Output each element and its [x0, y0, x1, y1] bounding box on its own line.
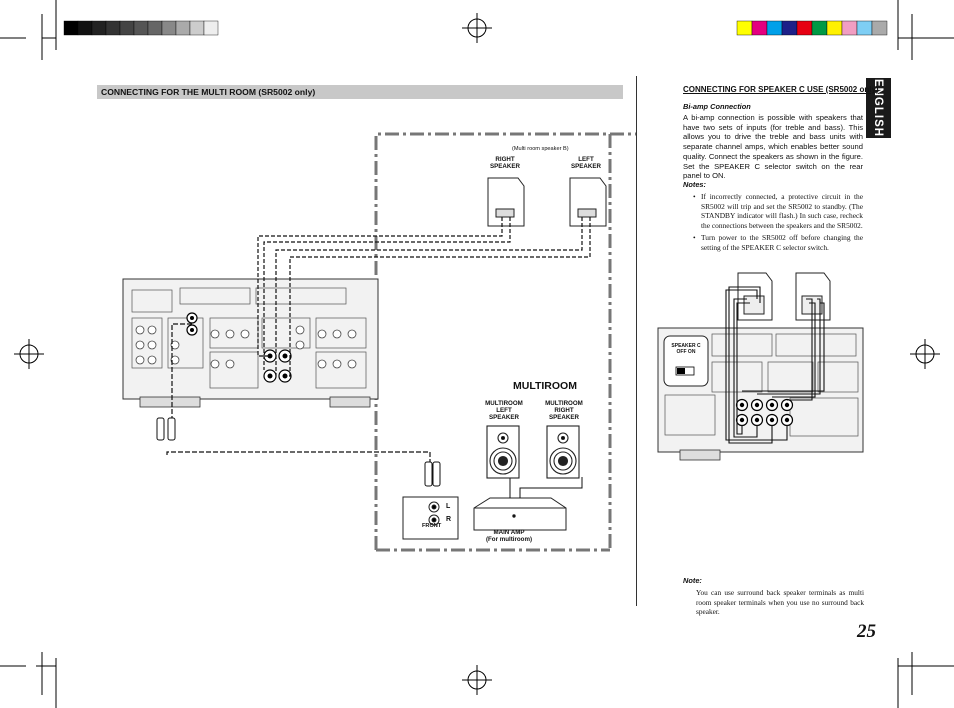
main-amp-label: MAIN AMP (For multiroom) [485, 529, 533, 543]
speaker-c-switch-callout [663, 335, 709, 387]
panel-jack [147, 355, 157, 365]
note-item: If incorrectly connected, a protective c… [693, 192, 863, 230]
receiver-rear-panel-right [657, 327, 864, 461]
bi-amp-subheading: Bi-amp Connection [683, 102, 751, 111]
panel-jack [135, 340, 145, 350]
l-channel-label: L [446, 503, 451, 510]
multiroom-left-speaker-label: MULTIROOM LEFT SPEAKER [485, 400, 523, 421]
bi-amp-paragraph: A bi-amp connection is possible with spe… [683, 113, 863, 181]
panel-jack [317, 359, 327, 369]
registration-mark-top [462, 13, 492, 43]
multiroom-boundary-top-left [374, 132, 636, 550]
registration-mark-left [14, 339, 44, 369]
speaker-b-wires [257, 217, 591, 377]
panel-jack [240, 329, 250, 339]
section-heading-speaker-c: CONNECTING FOR SPEAKER C USE (SR5002 onl… [683, 85, 879, 94]
left-speaker-label: LEFT SPEAKER [571, 156, 601, 170]
page-number: 25 [857, 621, 876, 642]
language-tab: ENGLISH [866, 78, 891, 138]
front-label: FRONT [422, 523, 442, 529]
multiroom-right-speaker [546, 425, 580, 479]
multiroom-title: MULTIROOM [513, 380, 577, 392]
main-amp-input-panel [402, 496, 459, 540]
main-amp [473, 497, 567, 531]
gray-scale-bar [63, 20, 219, 36]
multiroom-right-speaker-label: MULTIROOM RIGHT SPEAKER [545, 400, 583, 421]
gray-swatch [203, 20, 219, 36]
note-item: Turn power to the SR5002 off before chan… [693, 233, 863, 252]
registration-mark-right [910, 339, 940, 369]
panel-jack [170, 340, 180, 350]
notes-list: If incorrectly connected, a protective c… [693, 192, 863, 255]
panel-jack [170, 355, 180, 365]
panel-jack [295, 340, 305, 350]
registration-mark-bottom [462, 665, 492, 695]
panel-jack [147, 340, 157, 350]
section-heading-multi-room: CONNECTING FOR THE MULTI ROOM (SR5002 on… [97, 85, 623, 99]
panel-jack [225, 359, 235, 369]
bi-amp-speaker-right [795, 272, 831, 321]
bi-amp-speaker-left [737, 272, 773, 321]
panel-jack [210, 359, 220, 369]
speaker-b-right [487, 177, 525, 227]
panel-jack [347, 359, 357, 369]
panel-jack [147, 325, 157, 335]
bottom-note-text: You can use surround back speaker termin… [696, 588, 864, 617]
panel-jack [332, 359, 342, 369]
speaker-b-caption: (Multi room speaker B) [512, 146, 569, 152]
bottom-note-heading: Note: [683, 576, 702, 585]
panel-jack [210, 329, 220, 339]
panel-jack [225, 329, 235, 339]
color-swatch [871, 20, 888, 36]
panel-jack [295, 325, 305, 335]
speaker-c-switch-label: SPEAKER C OFF ON [671, 343, 701, 355]
panel-jack [317, 329, 327, 339]
color-calibration-bar [736, 20, 888, 36]
speaker-b-left [569, 177, 607, 227]
panel-jack [332, 329, 342, 339]
bi-amp-wires [725, 286, 825, 444]
right-speaker-label: RIGHT SPEAKER [490, 156, 520, 170]
notes-heading: Notes: [683, 180, 706, 189]
r-channel-label: R [446, 516, 452, 523]
panel-jack [135, 355, 145, 365]
panel-jack [347, 329, 357, 339]
multiroom-left-speaker [486, 425, 520, 479]
receiver-rear-panel-left [122, 278, 379, 408]
panel-jack [135, 325, 145, 335]
column-divider [636, 76, 637, 606]
